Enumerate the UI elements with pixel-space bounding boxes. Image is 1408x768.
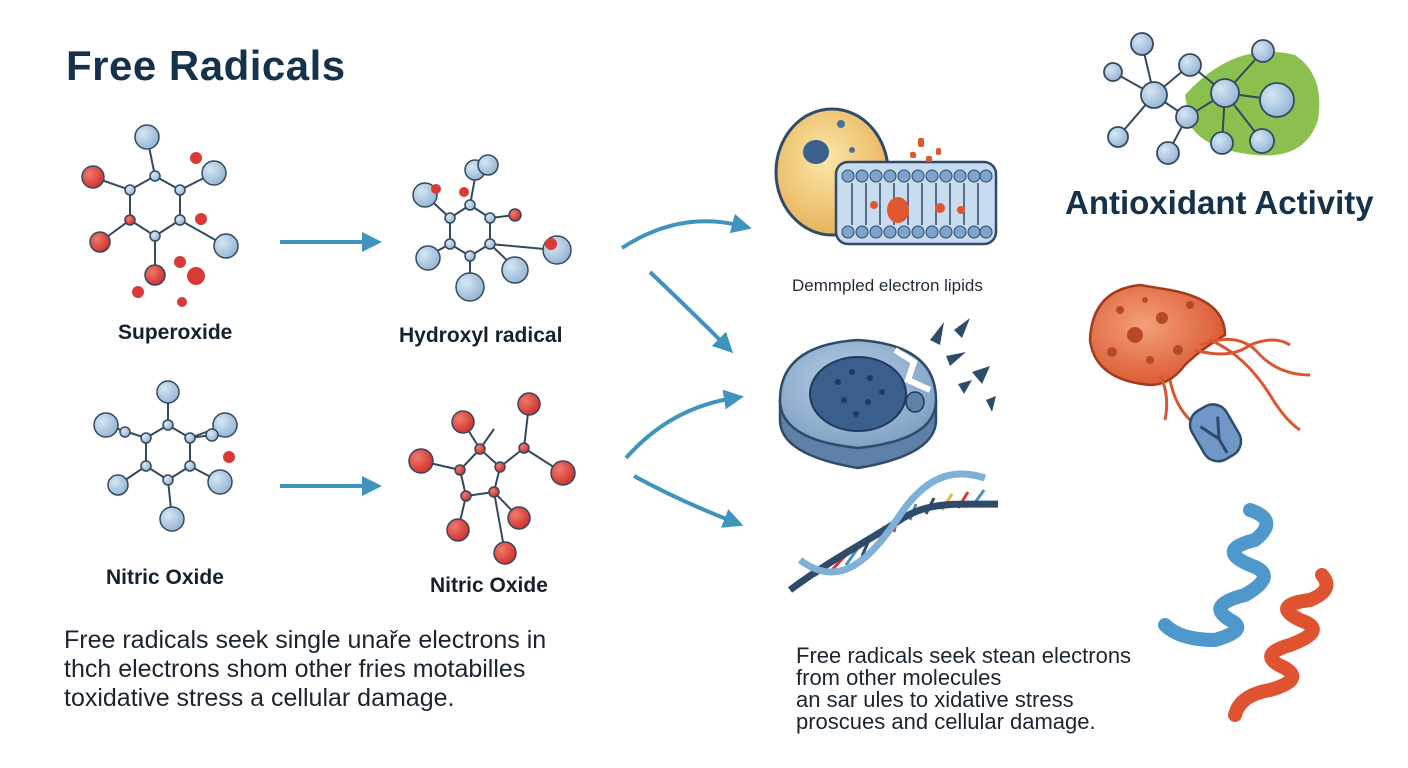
right-paragraph-line-2: from other molecules <box>796 665 1002 690</box>
molecule-label-nitric-oxide-1: Nitric Oxide <box>106 566 224 589</box>
hydroxyl-molecule <box>424 177 556 285</box>
nitric-oxide-blue-free-electron <box>223 451 235 463</box>
superoxide-free-electrons <box>132 152 207 307</box>
left-paragraph-line-1: Free radicals seek single unaře electron… <box>64 626 547 654</box>
right-paragraph-line-3: an sar ules to xidative stress <box>796 687 1074 712</box>
protein-helices-illustration <box>1158 503 1334 722</box>
antioxidant-title: Antioxidant Activity <box>1065 184 1374 221</box>
hydroxyl-free-electrons <box>431 184 557 250</box>
cell-membrane-illustration <box>774 107 998 246</box>
left-paragraph: Free radicals seek single unaře electron… <box>64 626 546 713</box>
dna-helix-illustration <box>787 470 999 593</box>
molecule-label-nitric-oxide-2: Nitric Oxide <box>430 574 548 597</box>
molecule-label-hydroxyl: Hydroxyl radical <box>399 324 563 347</box>
nitric-oxide-blue-atoms <box>93 380 238 532</box>
nitric-oxide-red-molecule <box>420 403 564 554</box>
damaged-cell-orange-illustration <box>1088 283 1311 463</box>
hydroxyl-atoms <box>412 154 572 302</box>
superoxide-atoms <box>81 124 239 286</box>
nitric-oxide-blue-molecule <box>105 392 226 520</box>
left-paragraph-line-2: thch electrons shom other fries motabill… <box>64 655 526 683</box>
arrows-to-targets <box>620 213 752 528</box>
page-title: Free Radicals <box>66 42 346 89</box>
nitric-oxide-red-atoms <box>408 392 576 565</box>
antioxidant-network <box>1103 32 1320 165</box>
right-paragraph-line-1: Free radicals seek stean electrons <box>796 643 1132 668</box>
molecule-label-superoxide: Superoxide <box>118 321 233 344</box>
right-paragraph-line-4: proscues and cellular damage. <box>796 709 1096 734</box>
membrane-caption: Demmpled electron lipids <box>792 276 983 295</box>
superoxide-molecule <box>92 136 227 275</box>
right-paragraph: Free radicals seek stean electrons from … <box>796 645 1131 733</box>
left-paragraph-line-3: toxidative stress a cellular damage. <box>64 684 455 712</box>
damaged-cell-illustration <box>778 318 996 470</box>
